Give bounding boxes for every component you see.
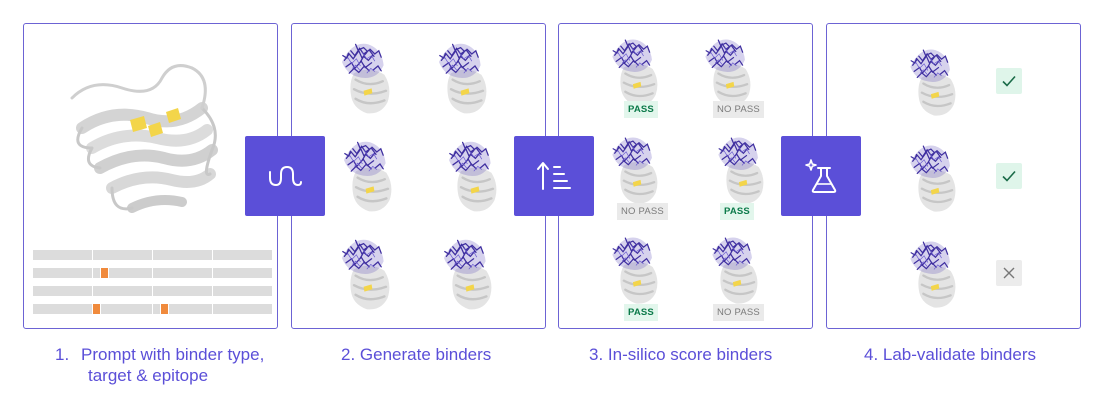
check-icon	[996, 163, 1022, 189]
binder-complex	[601, 34, 677, 110]
binder-complex	[701, 232, 777, 308]
binder-complex	[432, 234, 512, 314]
score-badge: PASS	[720, 203, 754, 220]
sequence-row	[33, 286, 273, 296]
generate-wave-icon	[245, 136, 325, 216]
score-badge: NO PASS	[617, 203, 668, 220]
target-protein-structure	[70, 64, 218, 213]
binder-complex	[330, 38, 410, 118]
step-number: 1.	[55, 345, 70, 364]
score-panel: PASS NO PASS NO PASS PASS PASS NO PASS	[558, 23, 813, 329]
binder-complex	[707, 132, 783, 208]
step-caption-line: Prompt with binder type,	[81, 345, 265, 364]
score-badge: NO PASS	[713, 304, 764, 321]
binder-complex	[332, 136, 412, 216]
score-badge: PASS	[624, 101, 658, 118]
binder-complex	[437, 136, 517, 216]
binder-complex	[899, 44, 975, 120]
binder-complex	[899, 140, 975, 216]
binder-complex	[427, 38, 507, 118]
sort-ranking-icon	[514, 136, 594, 216]
binder-complex	[601, 132, 677, 208]
sequence-row	[33, 304, 273, 314]
step-caption: 1. Prompt with binder type, target & epit…	[55, 344, 285, 386]
step-caption: 4. Lab-validate binders	[864, 345, 1037, 364]
binder-complex	[601, 232, 677, 308]
generate-panel	[291, 23, 546, 329]
binder-complex	[330, 234, 410, 314]
sequence-row	[33, 250, 273, 260]
score-badge: NO PASS	[713, 101, 764, 118]
check-icon	[996, 68, 1022, 94]
sequence-row	[33, 268, 273, 278]
lab-flask-sparkle-icon	[781, 136, 861, 216]
step-caption: 3. In-silico score binders	[589, 345, 773, 364]
validate-panel	[826, 23, 1081, 329]
binder-complex	[899, 236, 975, 312]
sequence-view	[24, 244, 279, 324]
step-caption: 2. Generate binders	[341, 345, 492, 364]
step-caption-line: target & epitope	[88, 366, 209, 385]
prompt-panel	[23, 23, 278, 329]
cross-icon	[996, 260, 1022, 286]
score-badge: PASS	[624, 304, 658, 321]
binder-complex	[694, 34, 770, 110]
